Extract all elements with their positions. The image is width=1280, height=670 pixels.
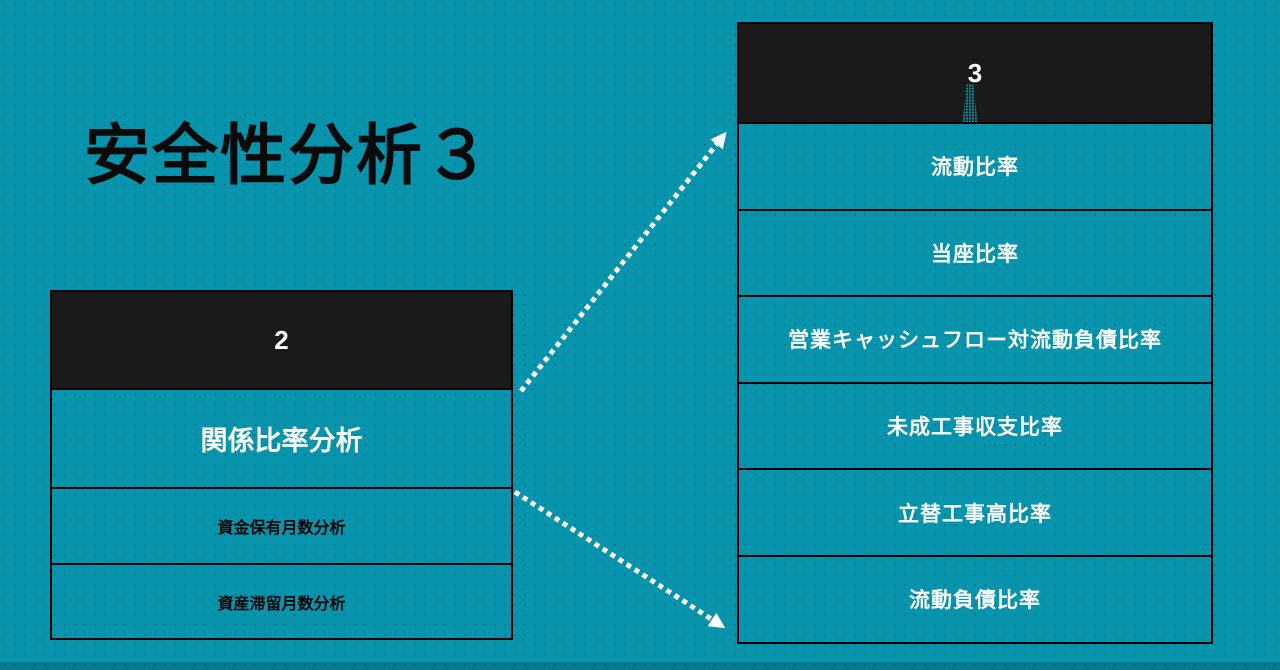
left-table-header-number: 2	[274, 324, 289, 355]
left-table-row-highlight: 関係比率分析	[52, 388, 511, 487]
dotted-arrow-up	[519, 131, 727, 393]
left-table-row-label: 資金保有月数分析	[217, 520, 346, 537]
right-table-row-label: 未成工事収支比率	[887, 416, 1063, 440]
right-table-row: 未成工事収支比率	[739, 381, 1211, 469]
right-table-header-number: 3	[967, 57, 983, 88]
left-table-row: 資産滞留月数分析	[52, 563, 511, 638]
left-table-header: 2	[52, 292, 511, 388]
right-table-row-label: 当座比率	[931, 242, 1019, 266]
header-smudge-artifact	[962, 84, 978, 122]
right-table-row-label: 流動負債比率	[909, 589, 1041, 613]
right-table-row: 流動負債比率	[739, 554, 1211, 642]
slide-title: 安全性分析３	[84, 118, 492, 192]
right-table: 3 流動比率 当座比率 営業キャッシュフロー対流動負債比率 未成工事収支比率 立…	[737, 22, 1213, 644]
right-table-header: 3	[739, 24, 1211, 122]
left-table-row-label: 資産滞留月数分析	[217, 595, 346, 613]
left-table-row-label: 関係比率分析	[200, 426, 363, 456]
right-table-row-label: 立替工事高比率	[898, 502, 1052, 526]
dotted-arrow-down	[513, 489, 726, 629]
right-table-row: 流動比率	[739, 122, 1211, 209]
left-table-row: 資金保有月数分析	[52, 487, 511, 563]
right-table-row-label: 営業キャッシュフロー対流動負債比率	[788, 329, 1162, 353]
left-table: 2 関係比率分析 資金保有月数分析 資産滞留月数分析	[50, 290, 513, 640]
footer-strip	[0, 662, 1280, 670]
right-table-row: 当座比率	[739, 208, 1211, 296]
right-table-row-label: 流動比率	[931, 156, 1019, 180]
right-table-row: 営業キャッシュフロー対流動負債比率	[739, 295, 1211, 382]
right-table-row: 立替工事高比率	[739, 468, 1211, 555]
